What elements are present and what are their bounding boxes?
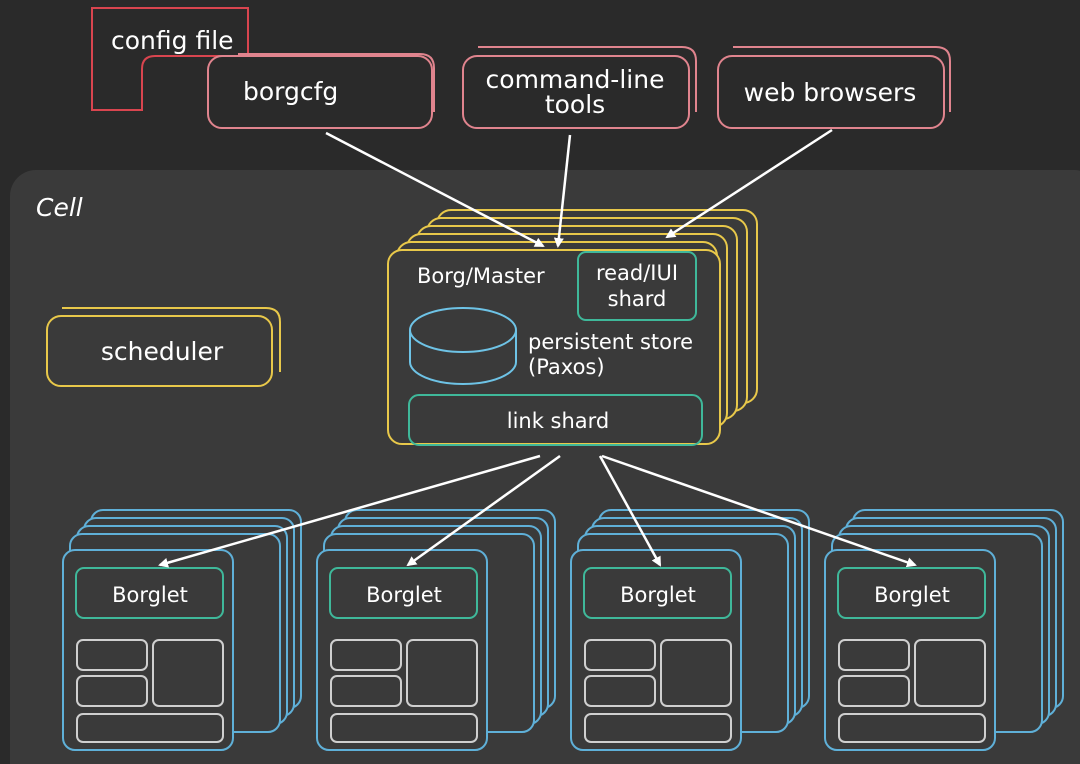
arrow-borgcfg-to-master — [325, 131, 545, 248]
command-line-label-2: tools — [545, 90, 605, 119]
config-file-node: config file — [91, 7, 249, 111]
master-title: Borg/Master — [417, 264, 545, 288]
read-shard-label-2: shard — [608, 287, 667, 311]
borglet-label: Borglet — [366, 583, 442, 607]
task-slot — [838, 713, 986, 743]
arrow-master-to-borglet-2 — [406, 454, 561, 567]
borglet-stack: Borglet — [824, 509, 1064, 751]
borglet-stack: Borglet — [62, 509, 302, 751]
arrows — [158, 128, 917, 568]
task-slot — [584, 639, 656, 671]
borglet-label-box — [329, 567, 478, 619]
borgcfg-label: borgcfg — [243, 77, 338, 106]
web-browsers-label: web browsers — [744, 78, 917, 107]
task-slot — [76, 713, 224, 743]
borglet-stack: Borglet — [570, 509, 810, 751]
borglet-label-box — [837, 567, 986, 619]
task-slot — [330, 675, 402, 707]
task-slot — [584, 675, 656, 707]
scheduler-node: scheduler — [46, 307, 281, 387]
store-label-2: (Paxos) — [528, 355, 605, 379]
command-line-tools-node: command-line tools — [462, 46, 697, 129]
arrow-cli-to-master — [553, 134, 572, 248]
borgcfg-node: borgcfg — [207, 53, 435, 129]
task-slot — [914, 639, 986, 707]
task-slot — [76, 675, 148, 707]
borglet-stack: Borglet — [316, 509, 556, 751]
arrow-master-to-borglet-1 — [158, 454, 541, 568]
cell-title: Cell — [36, 193, 83, 222]
borglet-label: Borglet — [620, 583, 696, 607]
read-shard-label-1: read/IUI — [596, 261, 678, 285]
link-shard — [408, 394, 703, 446]
borglet-label: Borglet — [874, 583, 950, 607]
store-label-1: persistent store — [528, 330, 693, 354]
borglet-label: Borglet — [112, 583, 188, 607]
task-slot — [838, 675, 910, 707]
read-iui-shard — [577, 251, 697, 321]
database-icon — [409, 307, 517, 385]
task-slot — [838, 639, 910, 671]
arrow-browsers-to-master — [665, 128, 833, 239]
borglet-label-box — [583, 567, 732, 619]
task-slot — [152, 639, 224, 707]
borglet-label-box — [75, 567, 224, 619]
task-slot — [660, 639, 732, 707]
command-line-label-1: command-line — [486, 65, 665, 94]
arrow-master-to-borglet-3 — [598, 455, 662, 567]
task-slot — [406, 639, 478, 707]
task-slot — [330, 713, 478, 743]
task-slot — [76, 639, 148, 671]
task-slot — [584, 713, 732, 743]
task-slot — [330, 639, 402, 671]
config-file-label: config file — [111, 26, 234, 55]
link-shard-label: link shard — [507, 409, 610, 433]
borg-master-stack: Borg/Master read/IUI shard persistent st… — [387, 209, 758, 446]
web-browsers-node: web browsers — [717, 46, 951, 129]
scheduler-label: scheduler — [101, 337, 224, 366]
arrow-master-to-borglet-4 — [601, 454, 917, 568]
